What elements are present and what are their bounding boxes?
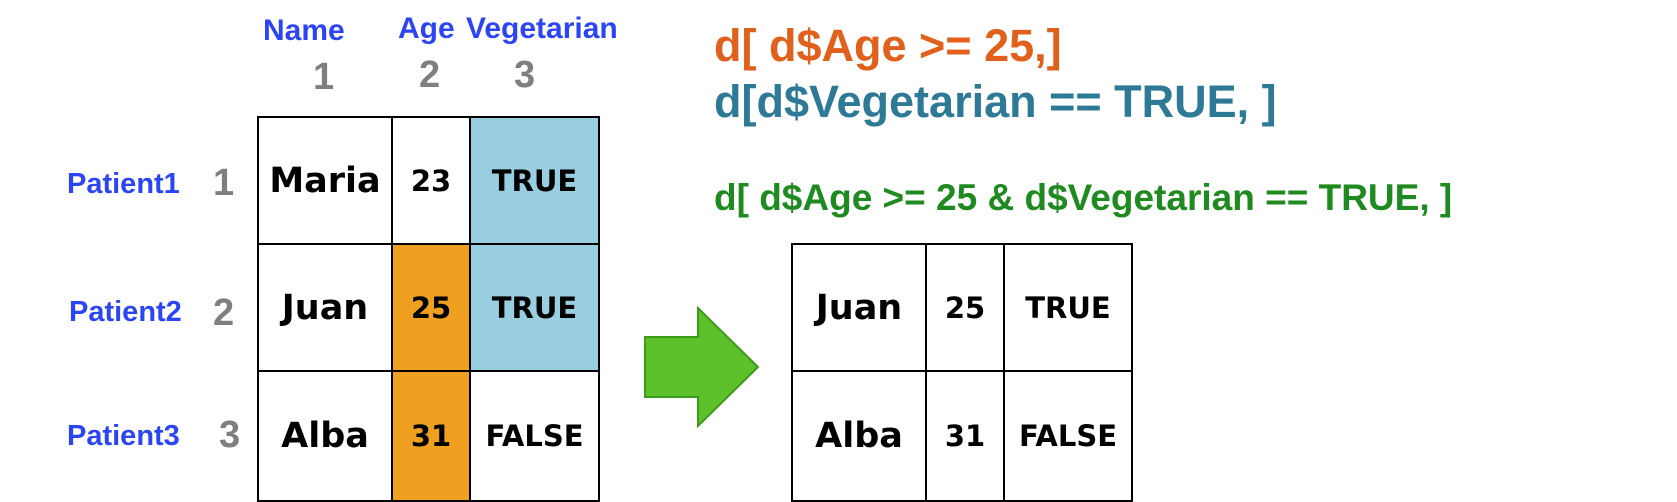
table-cell-highlighted: 31 [391, 370, 471, 502]
table-cell: Maria [257, 116, 393, 245]
row-index-1: 1 [213, 162, 235, 204]
row-label-patient2: Patient2 [69, 296, 182, 328]
table-cell: FALSE [1003, 370, 1133, 502]
combined-filter-code: d[ d$Age >= 25 & d$Vegetarian == TRUE, ] [714, 177, 1453, 218]
right-arrow-icon [644, 305, 760, 429]
table-cell-highlighted: TRUE [469, 116, 600, 245]
column-header-age: Age [398, 12, 455, 45]
column-header-vegetarian: Vegetarian [466, 12, 618, 45]
column-index-3: 3 [514, 54, 536, 96]
table-cell: 31 [925, 370, 1005, 502]
column-header-name: Name [263, 14, 345, 47]
table-cell: Juan [791, 243, 927, 372]
table-cell: 23 [391, 116, 471, 245]
table-cell: FALSE [469, 370, 600, 502]
table-cell: TRUE [1003, 243, 1133, 372]
table-cell: Alba [257, 370, 393, 502]
table-cell: Alba [791, 370, 927, 502]
table-cell: Juan [257, 243, 393, 372]
table-cell: 25 [925, 243, 1005, 372]
row-label-patient3: Patient3 [67, 420, 180, 452]
row-index-3: 3 [219, 414, 241, 456]
age-filter-code: d[ d$Age >= 25,] [714, 20, 1062, 71]
table-cell-highlighted: 25 [391, 243, 471, 372]
column-index-2: 2 [419, 54, 441, 96]
column-index-1: 1 [313, 56, 335, 98]
row-index-2: 2 [213, 292, 235, 334]
vegetarian-filter-code: d[d$Vegetarian == TRUE, ] [714, 76, 1277, 127]
table-cell-highlighted: TRUE [469, 243, 600, 372]
row-label-patient1: Patient1 [67, 168, 180, 200]
